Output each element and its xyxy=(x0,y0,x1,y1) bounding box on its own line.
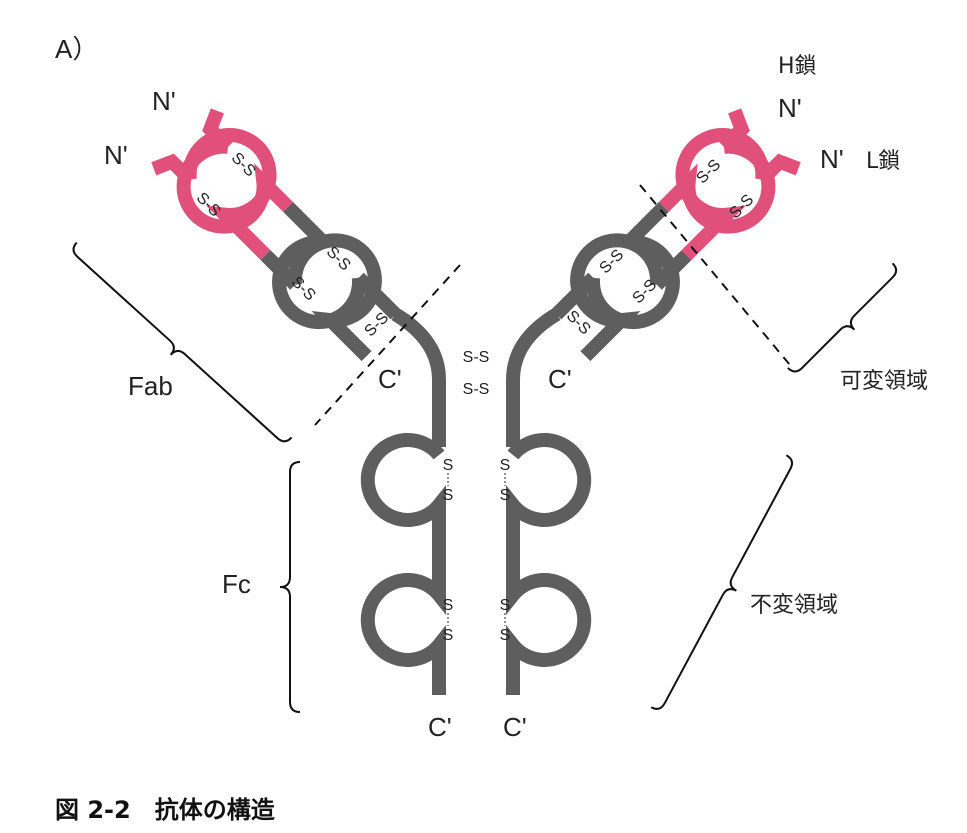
fc-ch3-right-s-top: S xyxy=(500,597,511,614)
right-light-c-terminus: C' xyxy=(548,364,572,394)
hinge-disulfide-2: S-S xyxy=(463,381,490,398)
fc-ch2-left-s-bottom: S xyxy=(443,487,454,504)
light-chain-label: L鎖 xyxy=(866,149,900,174)
left-heavy-n-terminus: N' xyxy=(152,86,176,116)
panel-label: A） xyxy=(55,34,98,64)
left-heavy-c-terminus: C' xyxy=(428,712,452,742)
disulfide-vh: S-S xyxy=(228,149,259,180)
fc-brace xyxy=(279,461,301,713)
hinge-disulfide-1: S-S xyxy=(463,349,490,366)
figure-caption: 図 2-2 抗体の構造 xyxy=(55,796,275,824)
fc-ch3-left-s-bottom: S xyxy=(443,627,454,644)
fc-disulfide-dashes xyxy=(447,473,506,626)
left-light-c-terminus: C' xyxy=(378,364,402,394)
fab-label: Fab xyxy=(128,371,173,401)
fc-ch2-right-s-top: S xyxy=(500,457,511,474)
fc-label: Fc xyxy=(222,569,251,599)
constant-region-label: 不変領域 xyxy=(750,593,838,618)
disulfide-vh-right: S-S xyxy=(693,156,724,187)
left-light-n-terminus: N' xyxy=(104,140,128,170)
variable-region-brace xyxy=(787,262,898,373)
fc-ch2-left-s-top: S xyxy=(443,457,454,474)
right-heavy-n-terminus: N' xyxy=(778,93,802,123)
right-light-n-terminus: N' xyxy=(820,144,844,174)
left-arm xyxy=(151,106,439,695)
variable-region-label: 可変領域 xyxy=(840,369,928,394)
fc-ch3-left-s-top: S xyxy=(443,597,454,614)
right-heavy-c-terminus: C' xyxy=(503,712,527,742)
fc-ch2-right-s-bottom: S xyxy=(500,487,511,504)
constant-region-brace xyxy=(650,454,794,710)
right-variable-boundary xyxy=(639,184,791,366)
fc-ch3-right-s-bottom: S xyxy=(500,627,511,644)
fab-brace xyxy=(72,241,293,443)
left-variable-boundary xyxy=(314,264,461,426)
heavy-chain-label: H鎖 xyxy=(778,54,817,79)
